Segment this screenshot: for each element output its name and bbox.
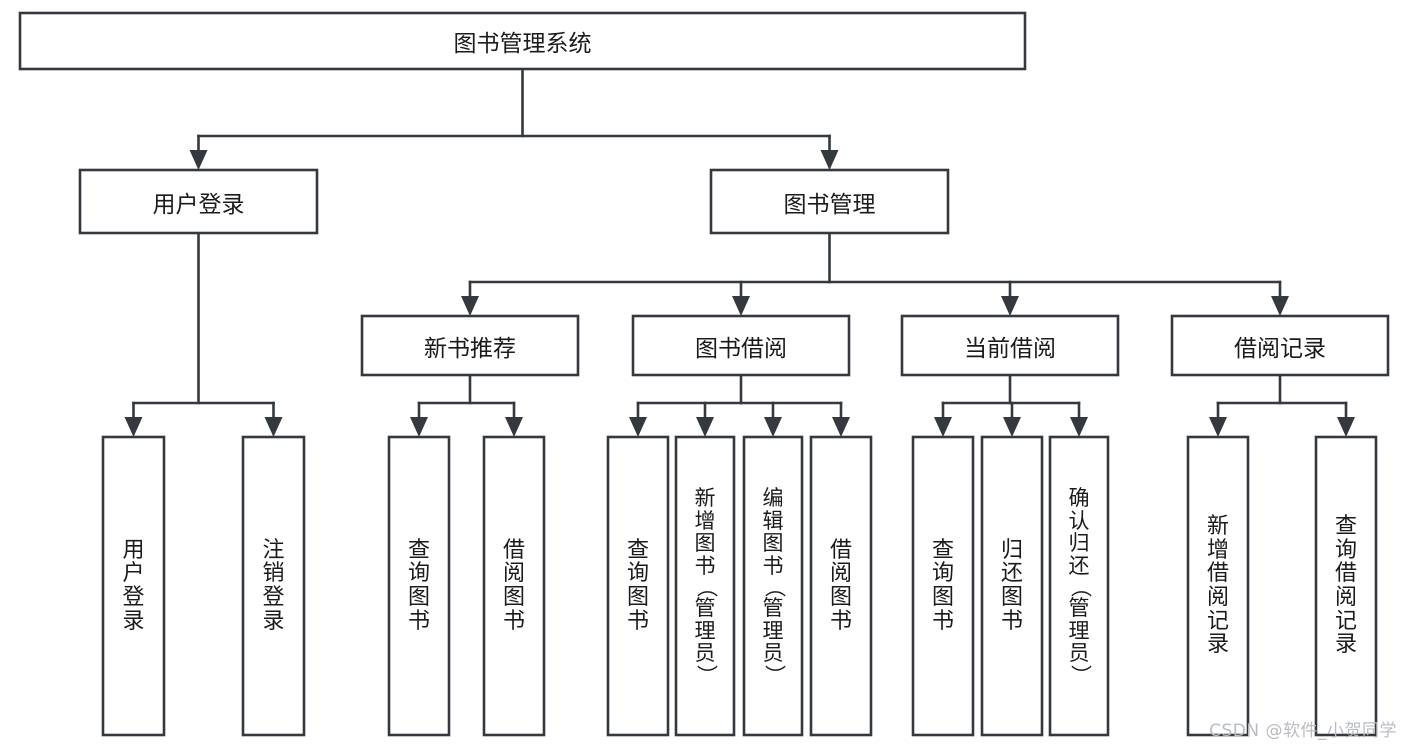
arrow-head-leaf-borrow-book-1 xyxy=(505,417,523,437)
arrow-head-records xyxy=(1271,296,1289,316)
node-box-leaf-query-record[interactable] xyxy=(1314,435,1378,737)
node-box-root[interactable] xyxy=(18,11,1027,71)
arrow-head-newbook xyxy=(461,296,479,316)
arrow-head-current xyxy=(1001,296,1019,316)
arrow-head-leaf-edit-book xyxy=(764,417,782,437)
arrow-head-leaf-query-record xyxy=(1337,417,1355,437)
arrow-head-leaf-confirm-return xyxy=(1070,417,1088,437)
node-box-borrow[interactable] xyxy=(631,314,851,377)
node-box-leaf-query-book-3[interactable] xyxy=(911,435,975,737)
node-box-records[interactable] xyxy=(1170,314,1390,377)
node-box-leaf-borrow-book-2[interactable] xyxy=(809,435,873,737)
arrow-head-login xyxy=(189,150,208,170)
arrow-head-leaf-query-book-3 xyxy=(934,417,952,437)
node-box-leaf-add-book[interactable] xyxy=(674,435,736,737)
arrow-head-bookmgmt xyxy=(820,150,839,170)
node-box-leaf-query-book-1[interactable] xyxy=(387,435,451,737)
node-box-bookmgmt[interactable] xyxy=(709,168,950,235)
node-box-leaf-user-logout[interactable] xyxy=(241,435,306,737)
arrow-head-leaf-return-book xyxy=(1003,417,1021,437)
edges-layer xyxy=(124,67,1355,437)
arrow-head-leaf-add-book xyxy=(696,417,714,437)
node-box-leaf-query-book-2[interactable] xyxy=(606,435,670,737)
arrow-head-leaf-user-login xyxy=(124,417,143,437)
arrow-head-leaf-query-book-2 xyxy=(629,417,647,437)
arrow-head-leaf-borrow-book-2 xyxy=(832,417,850,437)
arrow-head-leaf-user-logout xyxy=(264,417,283,437)
node-box-leaf-borrow-book-1[interactable] xyxy=(482,435,546,737)
arrow-head-borrow xyxy=(732,296,750,316)
csdn-watermark: CSDN @软件_小贺同学 xyxy=(1209,721,1397,741)
node-box-newbook[interactable] xyxy=(360,314,580,377)
node-box-current[interactable] xyxy=(900,314,1120,377)
node-box-login[interactable] xyxy=(78,168,319,235)
node-box-leaf-edit-book[interactable] xyxy=(742,435,804,737)
boxes-layer xyxy=(18,11,1390,737)
node-box-leaf-return-book[interactable] xyxy=(980,435,1044,737)
node-box-leaf-confirm-return[interactable] xyxy=(1048,435,1110,737)
arrow-head-leaf-add-record xyxy=(1209,417,1227,437)
node-box-leaf-user-login[interactable] xyxy=(101,435,166,737)
node-box-leaf-add-record[interactable] xyxy=(1186,435,1250,737)
arrow-head-leaf-query-book-1 xyxy=(410,417,428,437)
